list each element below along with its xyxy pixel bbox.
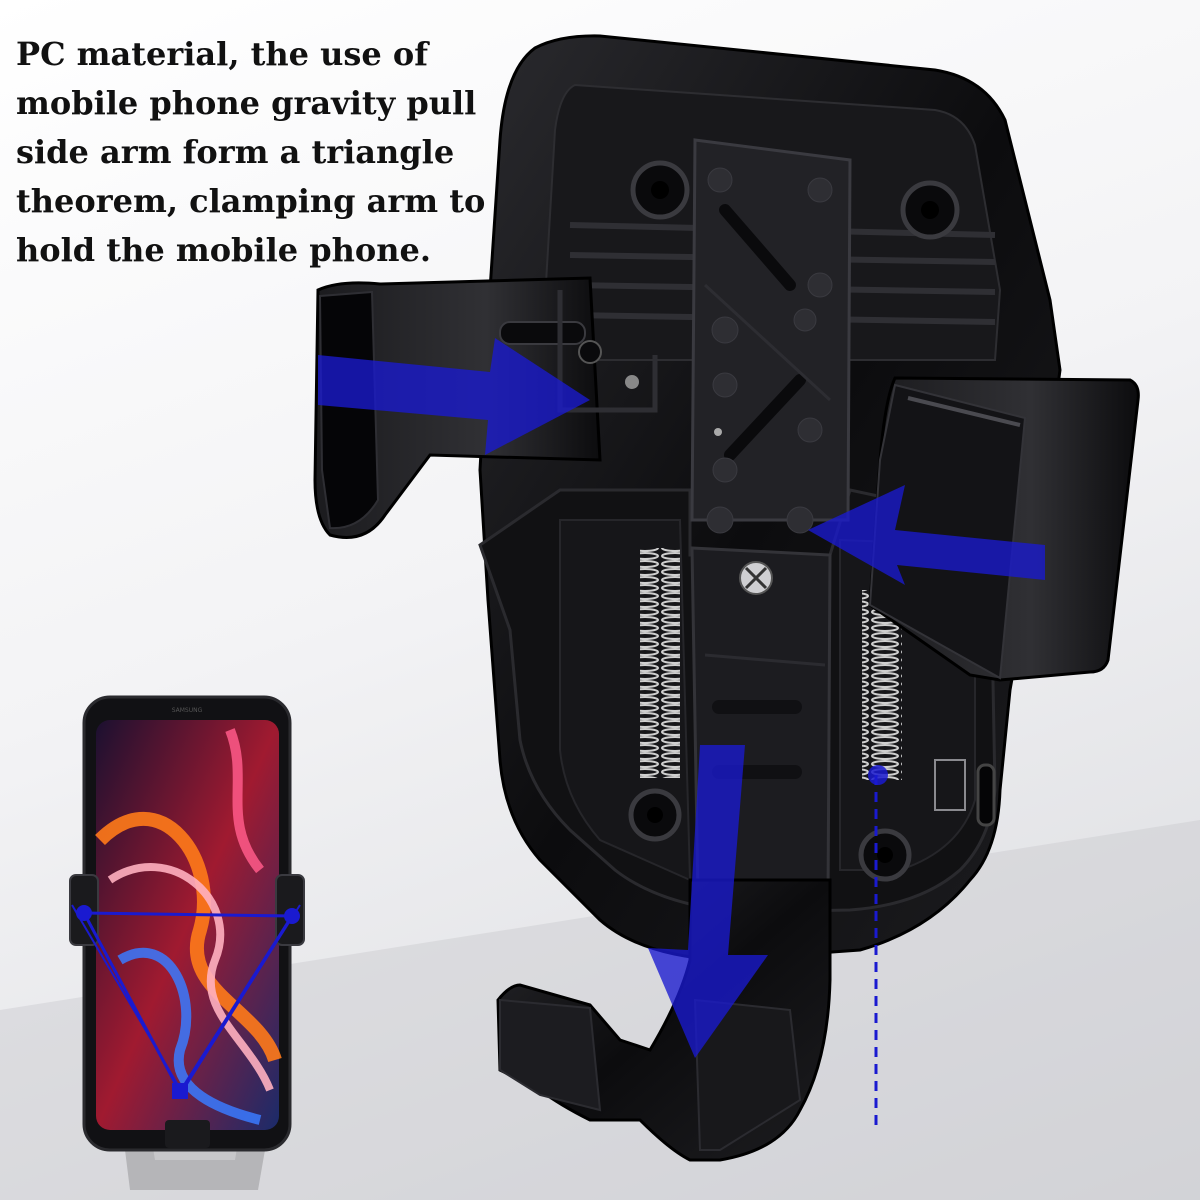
caption-line-2: mobile phone gravity pull [16,84,477,122]
phone-brand-text: SAMSUNG [172,707,203,714]
caption-line-4: theorem, clamping arm to [16,182,486,220]
force-triangle [81,911,295,1095]
right-arm-arrow [808,485,1045,585]
usb-port [976,763,996,827]
left-arm-arrow [318,338,590,455]
description-caption: PC material, the use of mobile phone gra… [16,30,486,275]
phone-in-holder-inset: SAMSUNG [69,695,305,1190]
caption-line-1: PC material, the use of [16,35,429,73]
gravity-arrow [648,745,768,1058]
left-spring [640,548,680,778]
center-slide-plate [690,138,852,902]
chip-detail [934,759,966,811]
phone-screen [96,720,279,1130]
guide-dot [868,765,888,785]
bottom-support-hook [496,878,832,1162]
force-arrows [318,338,1045,1058]
right-clamp-arm [868,376,1140,682]
caption-line-5: hold the mobile phone. [16,231,431,269]
caption-line-3: side arm form a triangle [16,133,455,171]
